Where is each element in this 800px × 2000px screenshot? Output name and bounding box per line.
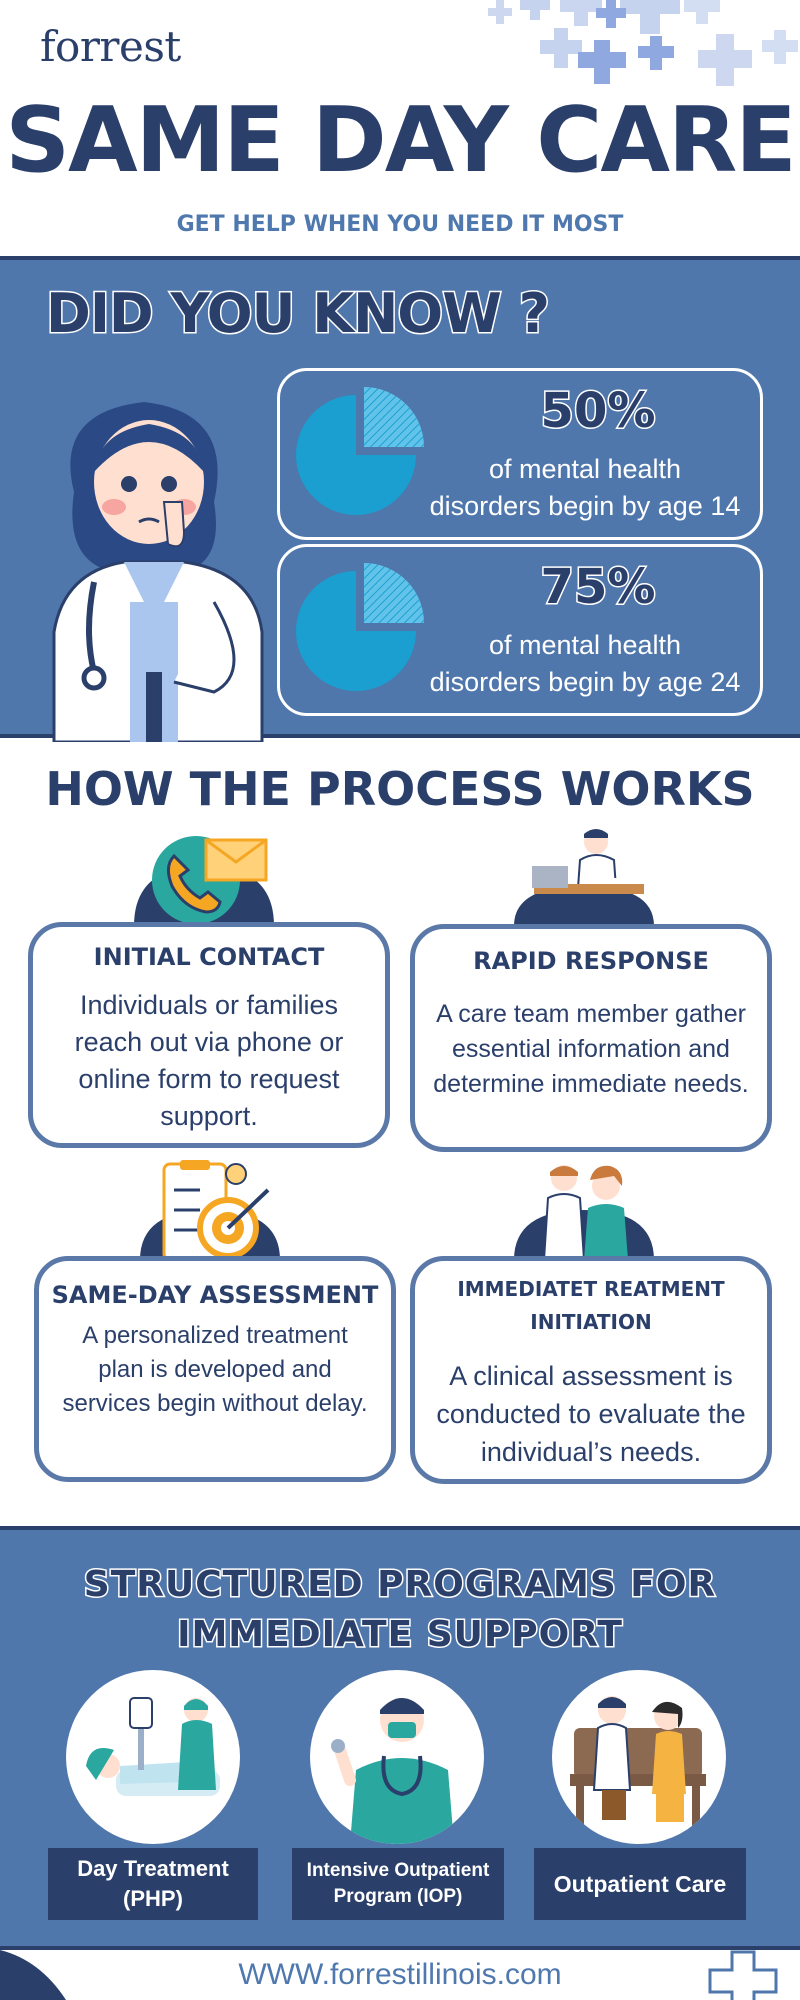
step-initial-contact: INITIAL CONTACT Individuals or families … — [28, 922, 390, 1148]
did-you-know-title: DID YOU KNOW ? — [45, 281, 552, 347]
programs-section: STRUCTURED PROGRAMS FOR IMMEDIATE SUPPOR… — [0, 1526, 800, 1950]
step-same-day-assessment: SAME-DAY ASSESSMENT A personalized treat… — [34, 1256, 396, 1482]
doctor-desk-icon — [514, 829, 654, 926]
website-link[interactable]: WWW.forrestillinois.com — [238, 1958, 562, 1991]
programs-title: STRUCTURED PROGRAMS FOR IMMEDIATE SUPPOR… — [82, 1563, 717, 1657]
pie-chart-icon — [296, 563, 424, 691]
stat-card-50: 50% of mental health disorders begin by … — [277, 368, 763, 540]
step-body: A clinical assessment is conducted to ev… — [436, 1361, 746, 1467]
forrest-logo[interactable]: forrest — [40, 22, 181, 71]
phone-mail-icon — [134, 836, 274, 926]
step-title: IMMEDIATET REATMENT INITIATION — [457, 1277, 725, 1334]
doctor-stethoscope-icon — [331, 1698, 454, 1844]
program-label-day-treatment[interactable]: Day Treatment(PHP) — [48, 1848, 258, 1920]
program-image-outpatient — [552, 1670, 726, 1844]
decorative-crosses-icon — [488, 0, 798, 86]
stat-description: of mental health disorders begin by age … — [429, 454, 741, 521]
decorative-corner-icon — [0, 1950, 66, 2000]
stat-percent: 75% — [539, 558, 657, 617]
page-subtitle: GET HELP WHEN YOU NEED IT MOST — [176, 212, 624, 237]
step-body: A care team member gather essential info… — [433, 1000, 749, 1098]
stat-percent: 50% — [539, 382, 657, 441]
stat-card-75: 75% of mental health disorders begin by … — [277, 544, 763, 716]
consultation-icon — [570, 1696, 706, 1830]
thinking-doctor-illustration-icon — [52, 402, 264, 742]
program-image-day-treatment — [66, 1670, 240, 1844]
stat-description: of mental health disorders begin by age … — [429, 630, 741, 697]
step-title: SAME-DAY ASSESSMENT — [51, 1281, 379, 1309]
step-body: A personalized treatment plan is develop… — [62, 1322, 368, 1417]
hospital-bed-icon — [86, 1697, 220, 1796]
cross-outline-icon — [708, 1950, 778, 2000]
step-body: Individuals or families reach out via ph… — [74, 990, 344, 1131]
program-label-outpatient[interactable]: Outpatient Care — [534, 1848, 746, 1920]
program-image-iop — [310, 1670, 484, 1844]
header: forrest SAME DAY CARE GET HELP WHEN YOU … — [0, 0, 800, 256]
step-rapid-response: RAPID RESPONSE A care team member gather… — [410, 924, 772, 1152]
nurse-patient-icon — [514, 1165, 654, 1260]
clipboard-target-icon — [140, 1160, 280, 1260]
step-immediate-treatment: IMMEDIATET REATMENT INITIATION A clinica… — [410, 1256, 772, 1484]
pie-chart-icon — [296, 387, 424, 515]
did-you-know-section: DID YOU KNOW ? 50% — [0, 256, 800, 742]
step-title: RAPID RESPONSE — [473, 947, 709, 975]
process-title: HOW THE PROCESS WORKS — [45, 762, 755, 816]
step-title: INITIAL CONTACT — [93, 943, 325, 971]
page-title: SAME DAY CARE — [5, 88, 797, 193]
